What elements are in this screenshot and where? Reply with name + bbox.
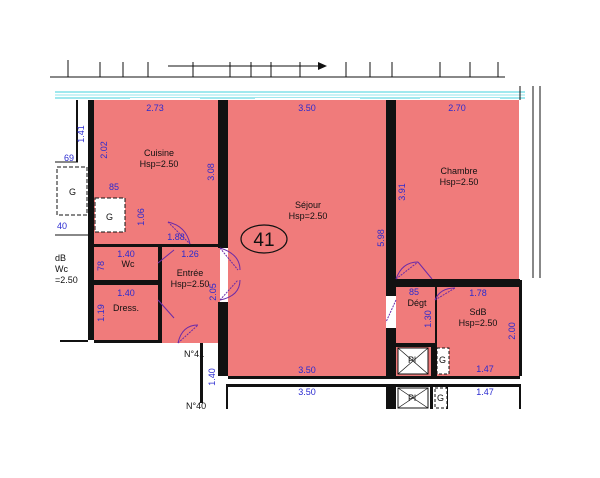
closet-g-label: G <box>106 212 113 222</box>
dim-wc-height: 78 <box>96 261 106 271</box>
dim-left-40: 40 <box>57 221 67 231</box>
dim-sejour-width: 3.50 <box>298 103 316 113</box>
room-wc-name: Wc <box>122 259 135 269</box>
dim-cuisine-width: 2.73 <box>146 103 164 113</box>
room-chambre-name: Chambre <box>440 166 477 176</box>
room-dress <box>94 285 158 340</box>
left-room-wc-name: Wc <box>55 264 68 274</box>
arrow-right-icon <box>318 62 327 70</box>
dim-left-141: 1.41 <box>76 125 86 143</box>
dim-sdb-width: 1.78 <box>469 288 487 298</box>
dim-dress-height: 1.19 <box>96 304 106 322</box>
room-sejour-name: Séjour <box>295 200 321 210</box>
dim-entree-height: 2.05 <box>208 283 218 301</box>
room-entree-height: Hsp=2.50 <box>171 279 210 289</box>
room-entree-name: Entrée <box>177 268 204 278</box>
room-sdb-name: SdB <box>469 307 486 317</box>
dim-chambre-width: 2.70 <box>448 103 466 113</box>
partial-apartment-tag: N°40 <box>186 401 206 411</box>
room-sdb-height: Hsp=2.50 <box>459 318 498 328</box>
closet-pl-label: Pl <box>408 355 416 365</box>
walls <box>60 100 522 409</box>
dim-188: 1.88 <box>167 232 185 242</box>
apartment-number: 41 <box>253 230 274 251</box>
dim-lower-sejour-width: 3.50 <box>298 387 316 397</box>
dim-g-85: 85 <box>109 182 119 192</box>
closets-pl <box>397 347 450 409</box>
apartment-tag: N°41 <box>184 349 204 359</box>
room-degt <box>396 287 435 343</box>
room-cuisine-height: Hsp=2.50 <box>140 159 179 169</box>
left-room-height: =2.50 <box>55 275 78 285</box>
top-ruler <box>50 60 505 78</box>
closets-g <box>56 166 126 233</box>
closet-pl-label: Pl <box>408 393 416 403</box>
room-degt-name: Dégt <box>407 298 427 308</box>
dim-g-106: 1.06 <box>136 208 146 226</box>
doors <box>157 221 456 344</box>
room-entree <box>162 247 220 343</box>
room-fills <box>94 100 519 376</box>
room-sejour <box>228 100 386 376</box>
closet-g-label: G <box>439 355 446 365</box>
dim-cuisine-height: 2.02 <box>99 141 109 159</box>
dim-chambre-height: 3.91 <box>397 183 407 201</box>
dim-corridor-140: 1.40 <box>207 368 217 386</box>
dim-sejour-bottom-width: 3.50 <box>298 365 316 375</box>
room-chambre-height: Hsp=2.50 <box>440 177 479 187</box>
dim-left-69: 69 <box>64 153 74 163</box>
closet-g-label: G <box>69 187 76 197</box>
apartment-number-badge <box>240 224 288 254</box>
dim-sdb-bottom: 1.47 <box>476 364 494 374</box>
dim-sejour-height: 5.98 <box>376 229 386 247</box>
left-partial-walls <box>55 161 88 236</box>
room-wc <box>94 247 158 280</box>
room-sejour-height: Hsp=2.50 <box>289 211 328 221</box>
dim-wc-width: 1.40 <box>117 249 135 259</box>
room-cuisine-name: Cuisine <box>144 148 174 158</box>
left-room-sdb-name: dB <box>55 253 66 263</box>
dim-126: 1.26 <box>181 249 199 259</box>
room-dress-name: Dress. <box>113 303 139 313</box>
dim-sdb-height: 2.00 <box>507 322 517 340</box>
dim-lower-right-width: 1.47 <box>476 387 494 397</box>
dim-degt-height: 1.30 <box>423 310 433 328</box>
room-chambre <box>396 100 519 279</box>
dim-dress-width: 1.40 <box>117 288 135 298</box>
closet-g-label: G <box>437 393 444 403</box>
dim-degt-85: 85 <box>409 287 419 297</box>
dim-cuisine-right-height: 3.08 <box>206 163 216 181</box>
room-sdb <box>437 287 519 376</box>
